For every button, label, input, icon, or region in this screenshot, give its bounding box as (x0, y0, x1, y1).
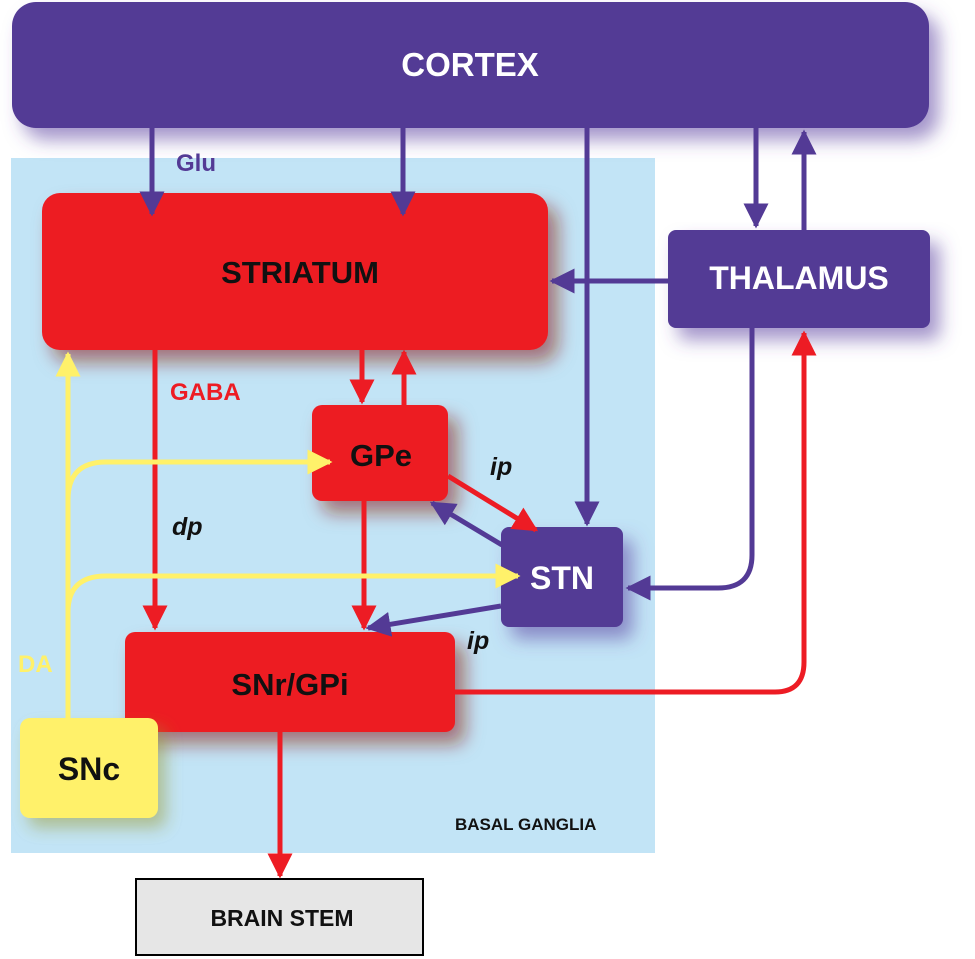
cortex-box (12, 2, 929, 128)
direct-pathway-label: dp (172, 513, 203, 541)
glu-label: Glu (176, 150, 216, 177)
snr-gpi-box (125, 632, 455, 732)
snr-gpi-label: SNr/GPi (231, 667, 348, 702)
snc-to-stn-arrow (65, 563, 521, 613)
stn-to-snr-gpi-arrow (365, 603, 502, 637)
snc-box (20, 718, 158, 818)
thalamus-label: THALAMUS (709, 260, 889, 296)
gaba-label: GABA (170, 379, 241, 406)
gpe-label: GPe (350, 438, 412, 473)
thalamus-to-stn-arrow (625, 328, 755, 601)
basal-ganglia-label: BASAL GANGLIA (455, 815, 596, 834)
stn-label: STN (530, 560, 594, 596)
indirect-pathway-label-lower: ip (467, 627, 489, 655)
thalamus-box (668, 230, 930, 328)
stn-box (501, 527, 623, 627)
snc-label: SNc (58, 751, 120, 787)
striatum-box (42, 193, 548, 350)
gpe-box (312, 405, 448, 501)
da-label: DA (18, 651, 53, 678)
gpe-to-stn-arrow (446, 473, 539, 533)
stn-to-gpe-arrow (429, 500, 504, 548)
brain-stem-label: BRAIN STEM (210, 905, 353, 931)
brain-stem-box (135, 878, 424, 956)
indirect-pathway-label-upper: ip (490, 453, 512, 481)
striatum-label: STRIATUM (221, 255, 379, 290)
cortex-label: CORTEX (401, 46, 539, 83)
snc-to-gpe-arrow (65, 449, 333, 501)
snr-gpi-to-thalamus-arrow (455, 330, 817, 695)
